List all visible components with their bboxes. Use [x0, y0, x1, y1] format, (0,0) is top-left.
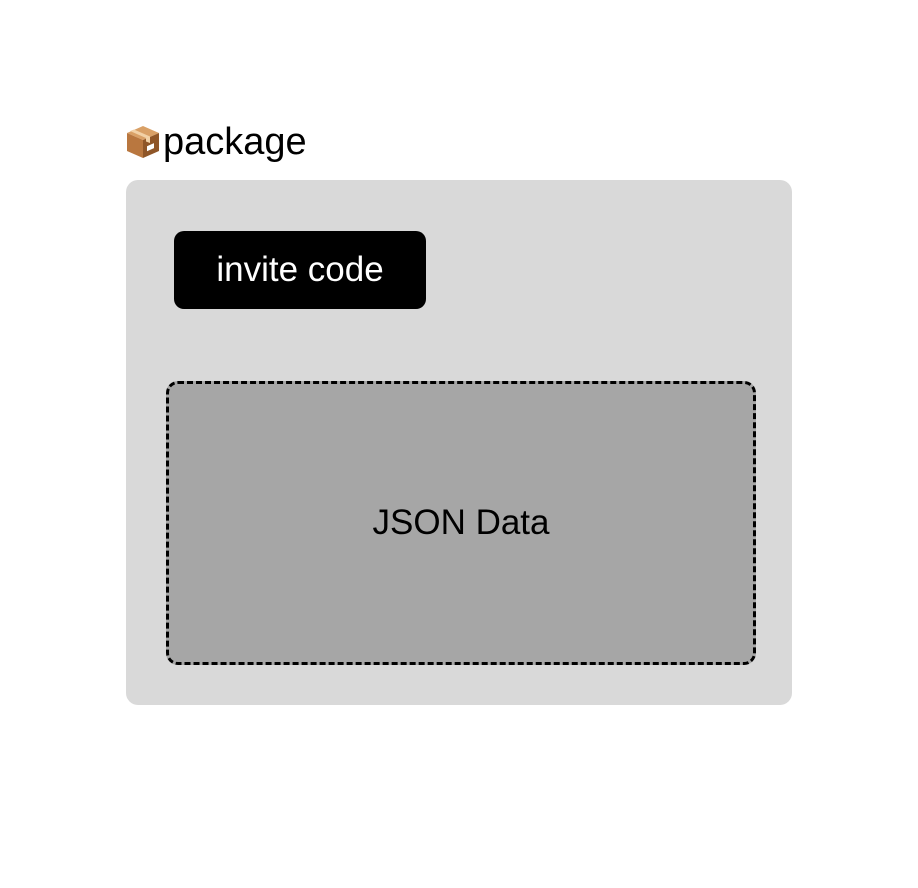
package-label: package — [163, 121, 307, 163]
package-container: invite code JSON Data — [126, 180, 792, 705]
json-data-box: JSON Data — [166, 381, 756, 665]
json-data-label: JSON Data — [372, 503, 550, 542]
package-box-icon — [125, 124, 161, 160]
invite-code-label: invite code — [216, 250, 384, 289]
invite-code-button[interactable]: invite code — [174, 231, 426, 309]
package-title: package — [125, 122, 307, 162]
